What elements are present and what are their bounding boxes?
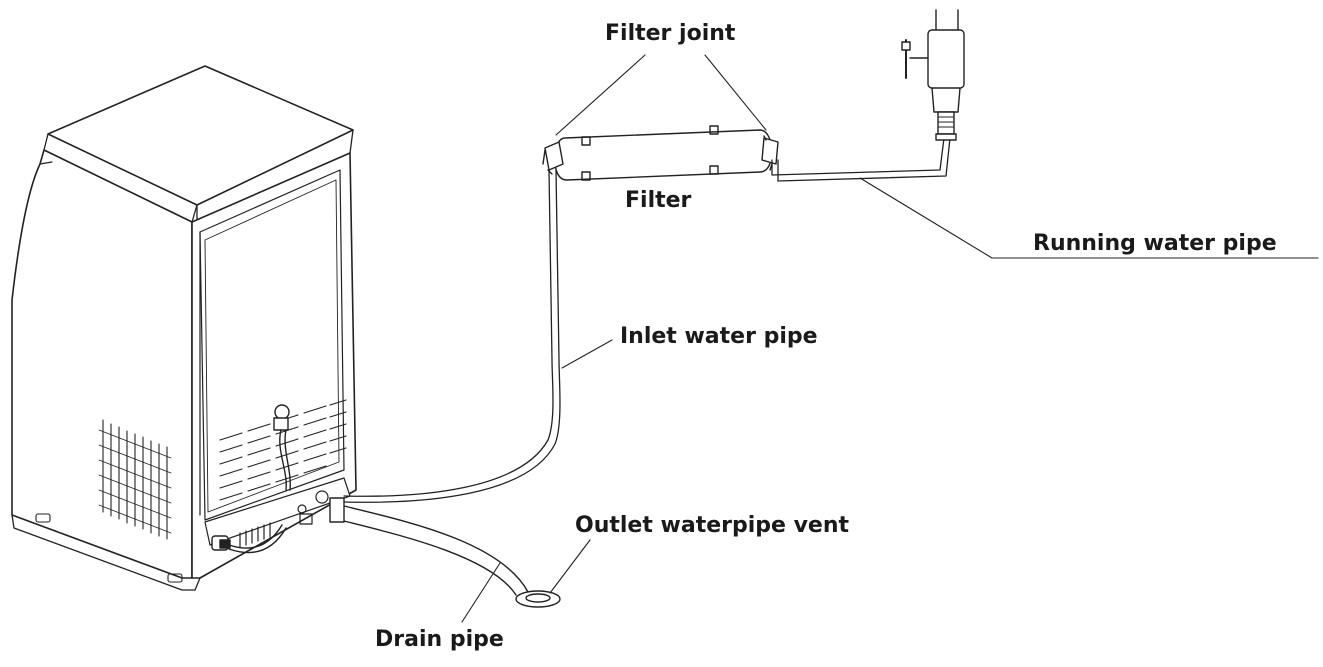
inlet-water-pipe-tube — [343, 169, 561, 503]
back-panel-frame — [199, 169, 345, 521]
water-tap — [901, 9, 965, 141]
drain-pipe-hose — [329, 497, 561, 608]
running-water-pipe-tube — [771, 137, 951, 182]
leader-filter-joint-left — [555, 54, 646, 136]
side-vent-grille — [98, 419, 172, 540]
leader-running-water-pipe — [859, 177, 1319, 259]
leader-lines — [461, 54, 1319, 623]
label-filter: Filter — [625, 188, 692, 213]
leader-outlet-vent — [549, 539, 591, 594]
ice-machine — [11, 65, 357, 591]
leader-inlet-water-pipe — [561, 339, 613, 369]
filter-joint-left — [544, 141, 564, 171]
filter-cartridge — [542, 125, 779, 181]
machine-left-side — [11, 149, 193, 579]
label-running-water-pipe: Running water pipe — [1033, 231, 1277, 256]
label-filter-joint: Filter joint — [605, 21, 736, 46]
label-inlet-water-pipe: Inlet water pipe — [620, 324, 818, 349]
rear-inlet-valve — [273, 404, 291, 491]
label-outlet-waterpipe-vent: Outlet waterpipe vent — [575, 513, 850, 538]
leader-filter-joint-right — [704, 54, 767, 131]
filter-joint-right — [761, 137, 779, 165]
back-vent-slots — [219, 399, 347, 501]
outlet-vent — [515, 590, 561, 608]
label-drain-pipe: Drain pipe — [375, 627, 504, 652]
leader-drain-pipe — [461, 562, 501, 623]
power-plug — [211, 524, 287, 554]
